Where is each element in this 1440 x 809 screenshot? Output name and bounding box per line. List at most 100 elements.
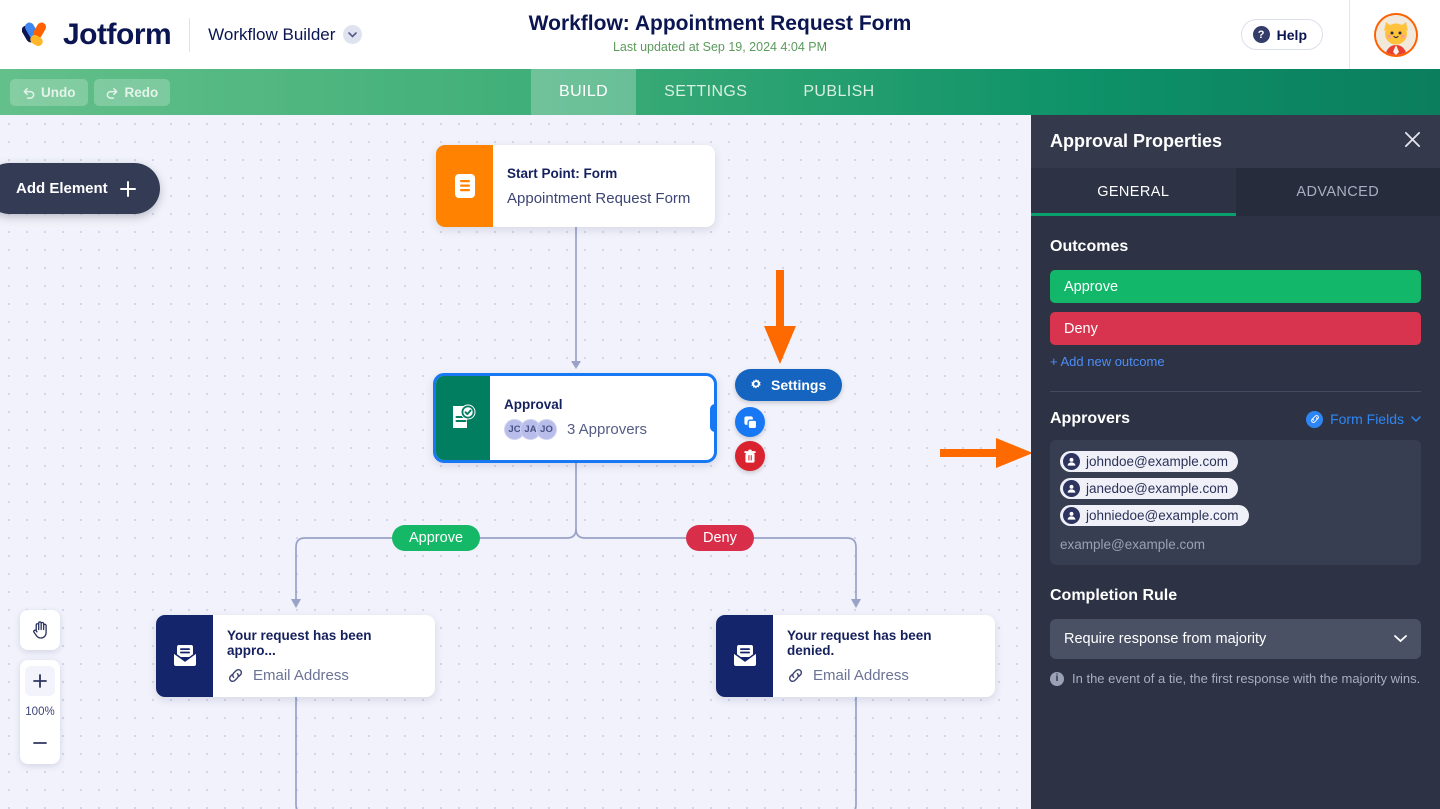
completion-rule-heading: Completion Rule [1050,587,1178,604]
plus-icon [33,674,47,688]
node-approve-email-subtitle-row: Email Address [227,667,419,684]
outcome-approve[interactable]: Approve [1050,270,1421,303]
help-button[interactable]: ? Help [1240,19,1323,50]
question-circle-icon: ? [1252,26,1270,43]
node-start-title: Start Point: Form [507,165,618,181]
branch-label-deny[interactable]: Deny [686,525,754,551]
chevron-down-icon[interactable] [343,25,363,44]
avatar[interactable] [1374,12,1418,57]
avatar-stack: JC JA JO [504,418,557,440]
app-header: Jotform Workflow Builder Workflow: Appoi… [0,0,1440,69]
approver-chip[interactable]: johniedoe@example.com [1060,505,1249,526]
panel-tab-advanced[interactable]: ADVANCED [1296,184,1380,200]
trash-icon [744,449,756,463]
person-icon [1063,453,1080,470]
avatar-image [1376,14,1416,55]
tab-settings[interactable]: SETTINGS [664,83,748,100]
node-approve-email[interactable]: Your request has been appro... Email Add… [156,615,435,697]
jotform-logo-icon [21,19,54,51]
product-label: Workflow Builder [208,24,336,44]
link-icon [788,668,803,683]
delete-button[interactable] [735,441,765,471]
node-start-point[interactable]: Start Point: Form Appointment Request Fo… [436,145,715,227]
orange-arrow-down-icon [762,270,798,371]
undo-label: Undo [41,84,76,100]
product-switcher[interactable]: Workflow Builder [208,24,363,45]
node-approval-title: Approval [504,396,563,412]
undo-button[interactable]: Undo [10,78,88,106]
panel-divider [1050,391,1421,392]
chevron-down-icon [1411,415,1421,422]
zoom-in-button[interactable] [25,666,55,696]
outcomes-heading: Outcomes [1050,238,1129,255]
form-fields-button[interactable]: Form Fields [1306,410,1421,428]
redo-arrow-icon [106,87,117,99]
hand-icon [32,621,47,639]
tab-publish[interactable]: PUBLISH [803,83,875,100]
node-approval[interactable]: Approval JC JA JO 3 Approvers [433,373,717,463]
panel-body: Outcomes Approve Deny + Add new outcome … [1031,216,1440,809]
redo-label: Redo [124,84,159,100]
approver-avatar: JC [504,418,525,440]
orange-arrow-right-icon [940,437,1031,474]
brand-wordmark: Jotform [63,17,172,51]
zoom-out-button[interactable] [25,728,55,758]
approval-properties-panel: Approval Properties GENERAL ADVANCED Out… [1031,115,1440,809]
panel-title: Approval Properties [1050,131,1223,151]
add-element-label: Add Element [16,180,108,197]
node-approve-email-title: Your request has been appro... [227,628,372,658]
pan-hand-tool-button[interactable] [20,610,60,650]
redo-button[interactable]: Redo [93,78,171,106]
duplicate-icon [743,415,757,429]
undo-redo-group: Undo Redo [0,78,171,106]
add-new-outcome-link[interactable]: + Add new outcome [1050,354,1165,369]
node-deny-email[interactable]: Your request has been denied. Email Addr… [716,615,995,697]
node-start-subtitle: Appointment Request Form [507,189,691,207]
panel-header: Approval Properties [1031,115,1440,168]
workflow-canvas[interactable]: Start Point: Form Appointment Request Fo… [0,115,1031,809]
editor-toolbar: Undo Redo BUILD SETTINGS PUBLISH [0,69,1440,115]
approver-chip-row: johndoe@example.com [1060,451,1411,478]
approver-chip[interactable]: johndoe@example.com [1060,451,1239,472]
person-icon [1063,480,1080,497]
completion-rule-select[interactable]: Require response from majority [1050,619,1421,659]
add-element-button[interactable]: Add Element [0,163,160,214]
approver-avatar: JO [536,418,557,440]
node-approval-body: Approval JC JA JO 3 Approvers [490,376,663,460]
link-icon [228,668,243,683]
panel-tab-general[interactable]: GENERAL [1031,168,1236,216]
brand-block[interactable]: Jotform [0,17,172,52]
node-approve-email-body: Your request has been appro... Email Add… [213,615,435,697]
node-connector-handle[interactable] [710,404,714,432]
settings-button[interactable]: Settings [735,369,843,401]
approver-chip-label: johndoe@example.com [1086,454,1229,469]
completion-rule-hint-text: In the event of a tie, the first respons… [1072,671,1421,686]
settings-label: Settings [771,377,827,393]
approver-chip-row: janedoe@example.com [1060,478,1411,505]
node-deny-email-subtitle-row: Email Address [787,667,979,684]
node-deny-email-body: Your request has been denied. Email Addr… [773,615,995,697]
approver-chip-label: johniedoe@example.com [1086,508,1239,523]
zoom-level-label: 100% [25,706,55,718]
approver-chip[interactable]: janedoe@example.com [1060,478,1239,499]
header-right: ? Help [1240,0,1440,69]
tab-build[interactable]: BUILD [531,69,637,115]
node-approve-email-subtitle: Email Address [253,667,349,684]
approver-chip-row: johniedoe@example.com [1060,505,1411,532]
header-divider [189,17,191,52]
branch-label-approve[interactable]: Approve [392,525,481,551]
approver-input-placeholder[interactable]: example@example.com [1060,537,1206,552]
approvers-heading: Approvers [1050,410,1131,427]
header-vertical-divider [1349,0,1350,69]
gear-icon [751,379,761,389]
duplicate-button[interactable] [735,407,765,437]
editor-tabs: BUILD SETTINGS PUBLISH [531,69,903,115]
approvers-input-box[interactable]: johndoe@example.com janedoe@example.com [1050,440,1421,565]
help-label: Help [1276,26,1307,43]
close-icon[interactable] [1404,131,1421,152]
completion-rule-hint: i In the event of a tie, the first respo… [1050,670,1421,687]
outcome-deny[interactable]: Deny [1050,312,1421,345]
info-icon: i [1050,672,1064,686]
minus-icon [33,742,47,744]
envelope-icon [156,615,213,697]
